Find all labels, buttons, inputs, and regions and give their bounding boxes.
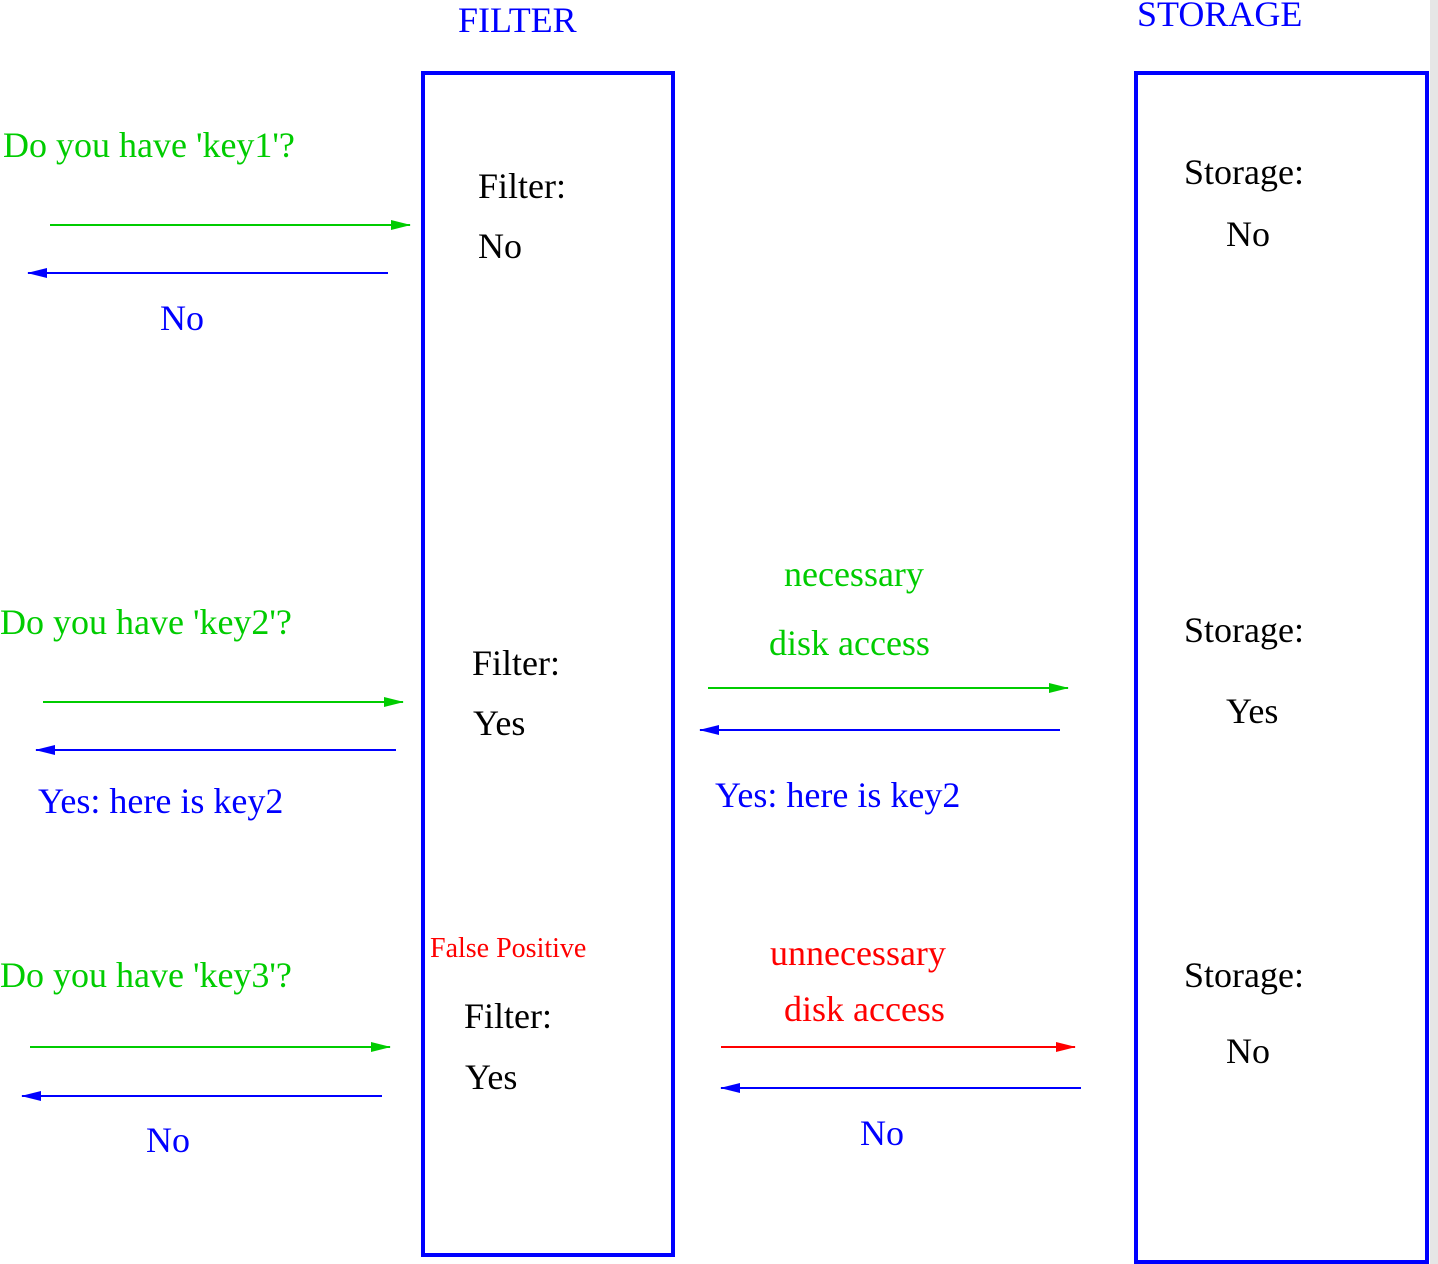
query1-storage-answer: No xyxy=(1226,214,1270,254)
query2-filter-label: Filter: xyxy=(472,643,560,683)
query1-filter-label: Filter: xyxy=(478,166,566,206)
query2-question: Do you have 'key2'? xyxy=(0,602,292,642)
query1-client-reply: No xyxy=(160,298,204,338)
query1-storage-label: Storage: xyxy=(1184,152,1304,192)
page-edge xyxy=(1430,0,1438,1264)
query2-storage-reply: Yes: here is key2 xyxy=(715,775,961,815)
query3-storage-label: Storage: xyxy=(1184,955,1304,995)
storage-header: STORAGE xyxy=(1137,0,1303,34)
query3-disk-access-line1: unnecessary xyxy=(770,933,946,973)
query3-storage-answer: No xyxy=(1226,1031,1270,1071)
query1-question: Do you have 'key1'? xyxy=(3,125,295,165)
filter-box xyxy=(421,71,675,1257)
query3-disk-access-line2: disk access xyxy=(784,989,945,1029)
query2-client-reply: Yes: here is key2 xyxy=(38,781,284,821)
query3-storage-reply: No xyxy=(860,1113,904,1153)
storage-box xyxy=(1134,71,1429,1264)
query3-filter-answer: Yes xyxy=(465,1057,518,1097)
filter-header: FILTER xyxy=(458,0,577,40)
query2-filter-answer: Yes xyxy=(473,703,526,743)
query3-client-reply: No xyxy=(146,1120,190,1160)
false-positive-label: False Positive xyxy=(430,933,587,964)
query1-filter-answer: No xyxy=(478,226,522,266)
query3-filter-label: Filter: xyxy=(464,996,552,1036)
query2-disk-access-line2: disk access xyxy=(769,623,930,663)
query2-disk-access-line1: necessary xyxy=(784,554,924,594)
query2-storage-label: Storage: xyxy=(1184,610,1304,650)
query3-question: Do you have 'key3'? xyxy=(0,955,292,995)
query2-storage-answer: Yes xyxy=(1226,691,1279,731)
